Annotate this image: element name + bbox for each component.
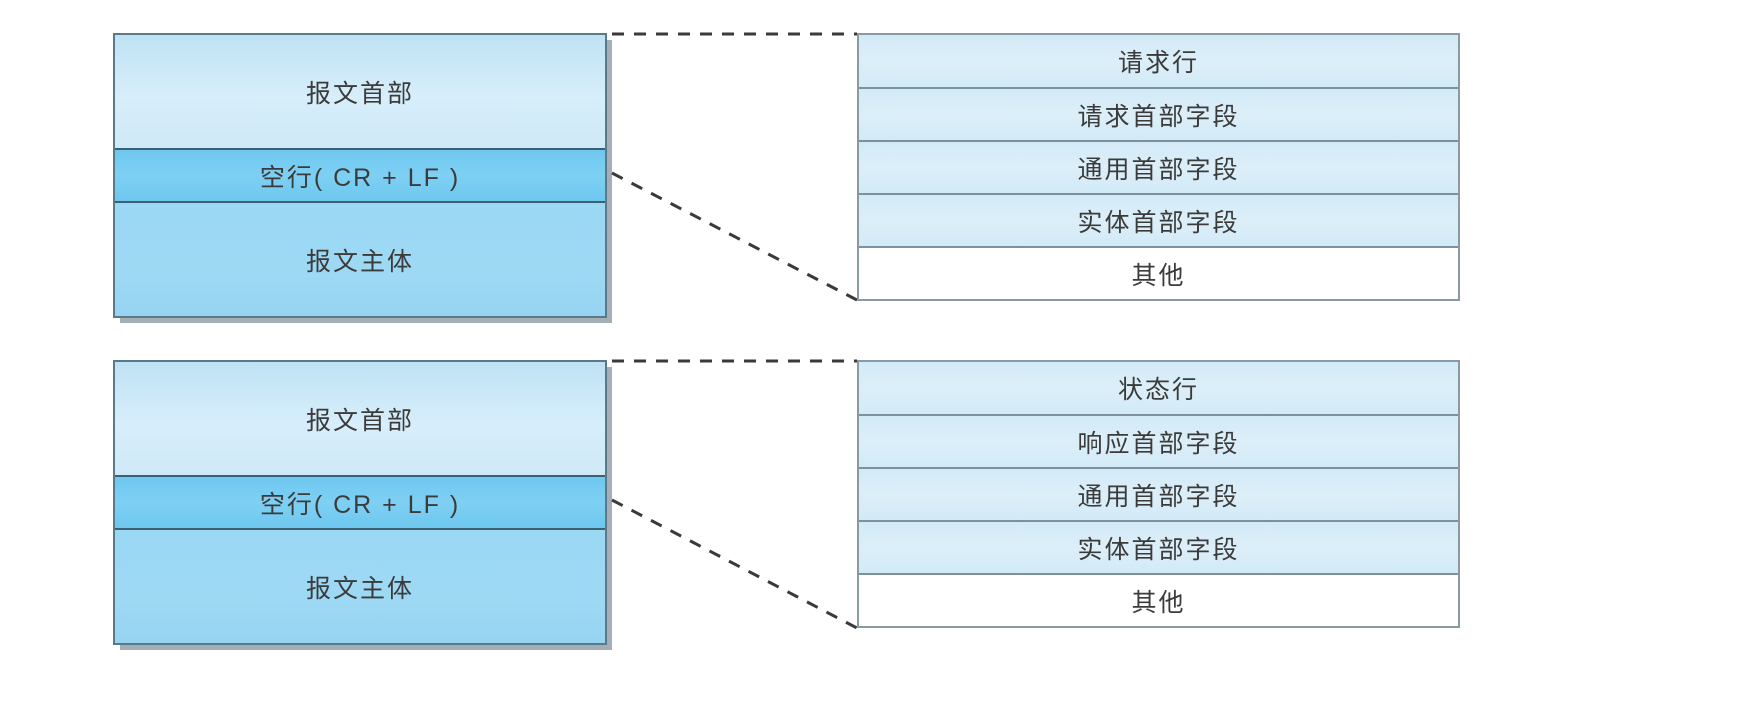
response-detail-table: 状态行 响应首部字段 通用首部字段 实体首部字段 其他 <box>857 360 1460 628</box>
response-detail-row-status-line: 状态行 <box>859 362 1458 416</box>
request-detail-row-entity-header-fields: 实体首部字段 <box>859 195 1458 248</box>
response-detail-row-general-header-fields: 通用首部字段 <box>859 469 1458 522</box>
response-message-body-row: 报文主体 <box>115 530 605 643</box>
request-detail-row-request-line: 请求行 <box>859 35 1458 89</box>
request-connector-diagonal <box>611 171 858 302</box>
request-message-body-row: 报文主体 <box>115 203 605 316</box>
request-detail-row-request-header-fields: 请求首部字段 <box>859 89 1458 142</box>
request-detail-row-other: 其他 <box>859 248 1458 299</box>
response-blank-line-row: 空行( CR + LF ) <box>115 477 605 530</box>
request-detail-row-general-header-fields: 通用首部字段 <box>859 142 1458 195</box>
response-message-header-row: 报文首部 <box>115 362 605 477</box>
request-detail-table: 请求行 请求首部字段 通用首部字段 实体首部字段 其他 <box>857 33 1460 301</box>
response-detail-row-response-header-fields: 响应首部字段 <box>859 416 1458 469</box>
response-message-box: 报文首部 空行( CR + LF ) 报文主体 <box>113 360 607 645</box>
request-message-box: 报文首部 空行( CR + LF ) 报文主体 <box>113 33 607 318</box>
request-blank-line-row: 空行( CR + LF ) <box>115 150 605 203</box>
response-detail-row-entity-header-fields: 实体首部字段 <box>859 522 1458 575</box>
response-connector-diagonal <box>611 498 858 630</box>
response-detail-row-other: 其他 <box>859 575 1458 626</box>
request-message-header-row: 报文首部 <box>115 35 605 150</box>
